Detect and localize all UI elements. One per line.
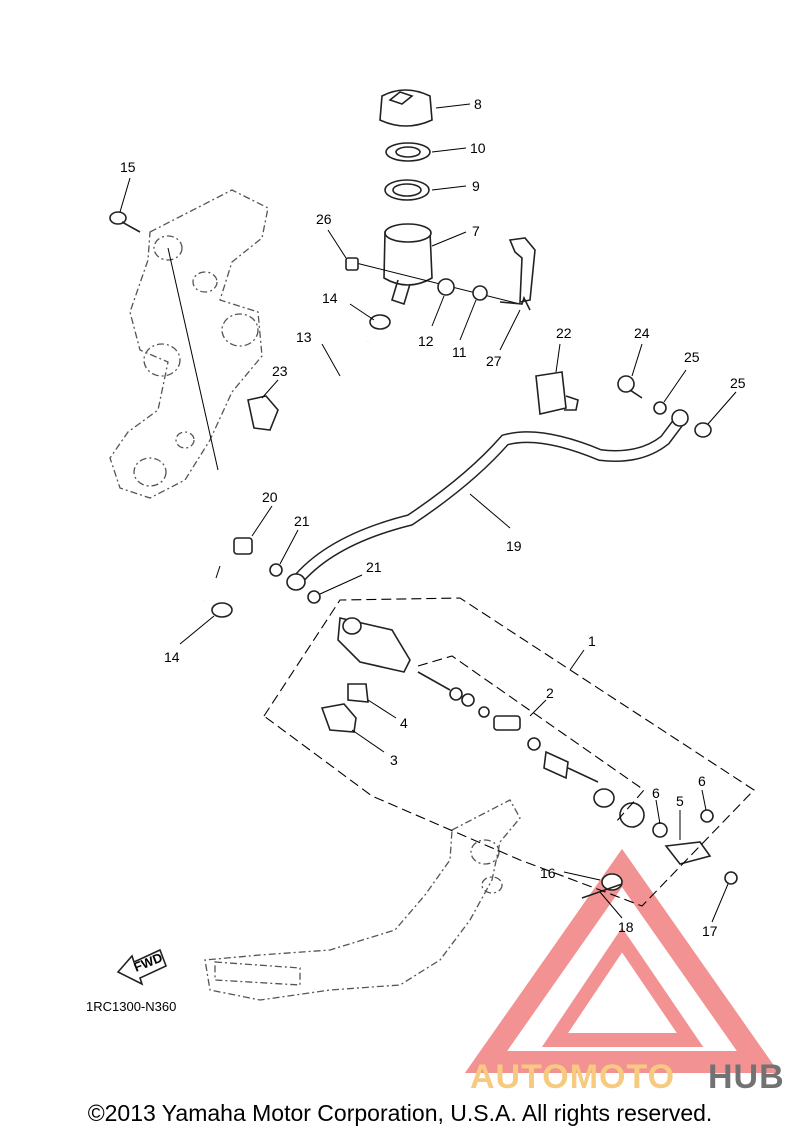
callout-8: 8 [474,96,482,112]
callout-2: 2 [546,685,554,701]
callout-26: 26 [316,211,332,227]
callout-3: 3 [390,752,398,768]
callout-25-left: 25 [684,349,700,365]
callout-5: 5 [676,793,684,809]
piston-kit-parts [417,671,738,899]
callout-22: 22 [556,325,572,341]
copyright-notice: ©2013 Yamaha Motor Corporation, U.S.A. A… [87,1100,713,1126]
watermark-logo: AUTOMOTO HUB [464,848,785,1096]
reservoir-small-parts [345,237,536,311]
bolt-15 [109,211,141,233]
callout-6-left: 6 [652,785,660,801]
callout-19: 19 [506,538,522,554]
watermark-text-secondary: HUB [708,1058,785,1096]
callout-27: 27 [486,353,502,369]
callout-13: 13 [296,329,312,345]
callout-21-top: 21 [294,513,310,529]
callout-17: 17 [702,923,718,939]
frame-bracket-ghost [109,189,269,499]
callout-10: 10 [470,140,486,156]
callout-21-bottom: 21 [366,559,382,575]
callout-6-right: 6 [698,773,706,789]
switch-and-bolts [535,371,712,438]
callout-16: 16 [540,865,556,881]
brake-hose-19 [286,409,689,591]
master-cylinder-body [215,565,411,733]
callout-14-bottom: 14 [164,649,180,665]
hose-clamps-14 [211,314,391,618]
assembly-outline-1 [263,597,755,907]
callout-23: 23 [272,363,288,379]
diagram-code: 1RC1300-N360 [86,999,176,1014]
hose-13 [182,338,371,605]
callout-11: 11 [452,344,467,360]
callout-7: 7 [472,223,480,239]
callout-25-right: 25 [730,375,746,391]
union-bolt-and-washers [233,395,321,604]
callout-20: 20 [262,489,278,505]
callout-1: 1 [588,633,596,649]
callout-4: 4 [400,715,408,731]
callout-15: 15 [120,159,136,175]
callout-24: 24 [634,325,650,341]
callout-9: 9 [472,178,480,194]
leader-lines [119,103,737,923]
watermark-text-primary: AUTOMOTO [470,1058,675,1096]
callout-14-top: 14 [322,290,338,306]
callout-labels: 8 10 9 7 15 26 14 12 11 27 13 23 22 24 2… [120,96,746,939]
assembly-outline-2 [417,655,645,823]
callout-12: 12 [418,333,434,349]
reservoir-assembly [351,89,521,306]
callout-18: 18 [618,919,634,935]
brake-pedal-ghost [204,799,521,1001]
fwd-arrow: FWD [116,948,168,986]
